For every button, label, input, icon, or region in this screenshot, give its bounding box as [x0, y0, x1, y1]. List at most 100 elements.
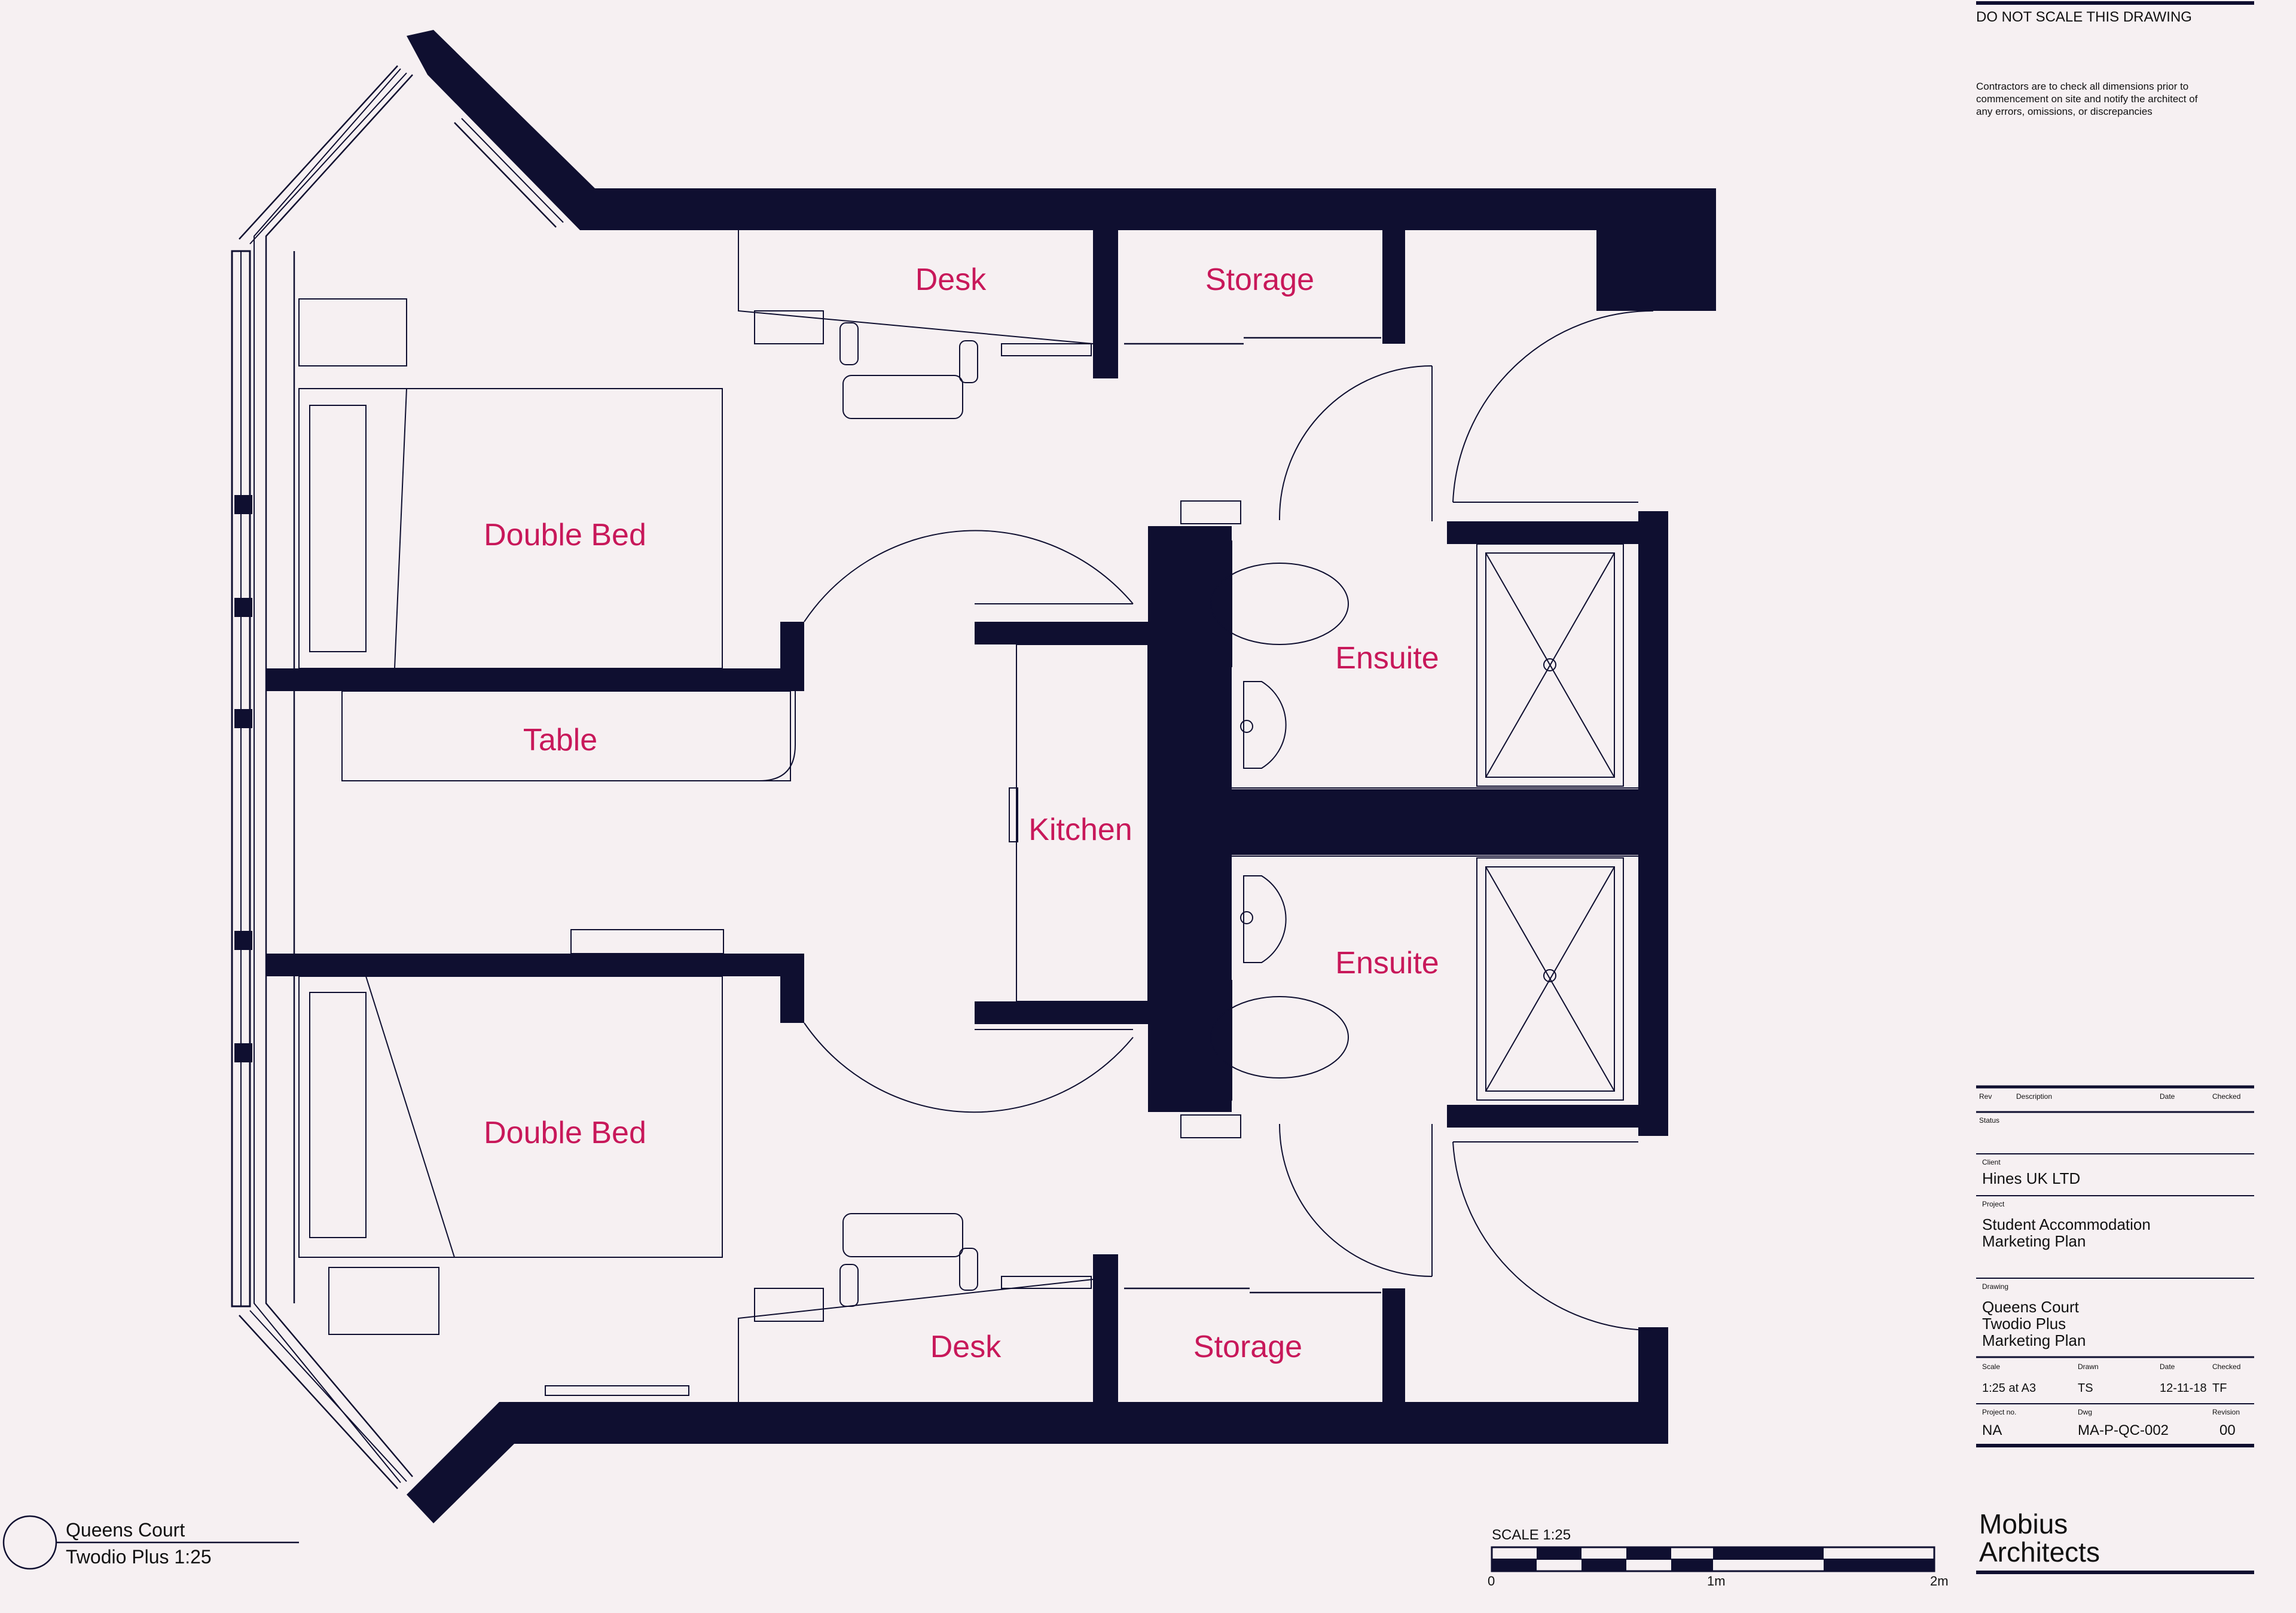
door-swing-entrance-bottom [1452, 1141, 1654, 1331]
project-no-label: Project no. [1982, 1408, 2016, 1416]
wall-table-bed-bottom [266, 954, 804, 976]
wall-partition-storage-top [1382, 230, 1405, 344]
project-line1: Student Accommodation [1982, 1215, 2151, 1233]
view-title-marker [2, 1515, 57, 1570]
kitchen-hob [1009, 787, 1018, 842]
side-table-bottom [328, 1267, 439, 1335]
wall-ensuite-divider [1232, 789, 1638, 855]
table-curve [342, 691, 796, 781]
status-label: Status [1979, 1116, 1999, 1125]
chair-bottom [842, 1213, 963, 1257]
rev-header-rev: Rev [1979, 1092, 1992, 1101]
scale-bar: SCALE 1:25 0 1m 2m [1488, 1527, 1949, 1588]
dwg-label: Dwg [2078, 1408, 2092, 1416]
double-bed-top [298, 388, 723, 669]
label-desk-top: Desk [915, 262, 987, 297]
wall-partition-storage-bottom [1382, 1288, 1405, 1402]
shower-bottom [1476, 857, 1624, 1101]
chair-arm-left-top [839, 322, 859, 365]
wall-bed-bottom-return [780, 954, 804, 1023]
drawing-line1: Queens Court [1982, 1298, 2080, 1316]
tap-top [1240, 720, 1253, 733]
pillow-top [309, 405, 367, 652]
room-labels: Desk Storage Double Bed Table Kitchen En… [484, 262, 1439, 1364]
bay-window [231, 65, 564, 1489]
wall-partition-desk-storage-top [1093, 230, 1118, 378]
wall-shower-top [1447, 521, 1638, 544]
drain-bottom [1543, 969, 1556, 982]
window-mullion [234, 709, 252, 728]
drawing-notes: DO NOT SCALE THIS DRAWING Contractors ar… [1976, 1, 2254, 117]
wall-bed-top-table [266, 668, 804, 691]
project-line2: Marketing Plan [1982, 1232, 2086, 1250]
scale-value: 1:25 at A3 [1982, 1382, 2036, 1395]
scale-bar-segment [1537, 1547, 1581, 1559]
radiator-bottom-bed [570, 929, 724, 954]
window-diagonal-top [239, 65, 398, 240]
wall-bed-top-return [780, 622, 804, 691]
rev-header-date: Date [2160, 1092, 2175, 1101]
scale-bar-segments [1492, 1547, 1934, 1571]
label-double-bed-top: Double Bed [484, 518, 646, 552]
chair-arm-right-bottom [959, 1248, 978, 1291]
window-inner-line [265, 74, 413, 1477]
notes-heading: DO NOT SCALE THIS DRAWING [1976, 9, 2192, 25]
view-title: Queens Court Twodio Plus 1:25 [2, 1515, 299, 1570]
furniture [298, 230, 1638, 1402]
checked-value: TF [2212, 1382, 2227, 1395]
walls [266, 30, 1716, 1523]
title-block: Rev Description Date Checked Status Clie… [1976, 1085, 2254, 1574]
dwg-value: MA-P-QC-002 [2078, 1422, 2169, 1438]
wall-top [407, 30, 1716, 230]
label-kitchen: Kitchen [1028, 812, 1132, 847]
shower-tray-bottom [1485, 866, 1615, 1092]
duvet-fold-top [394, 388, 407, 669]
basin-bottom [1243, 875, 1287, 963]
desk-shelf-bottom [1001, 1276, 1092, 1289]
drawing-label: Drawing [1982, 1282, 2008, 1291]
door-swing-ensuite-bottom [1279, 1123, 1433, 1277]
window-diagonal-bottom [239, 1315, 398, 1489]
revision-value: 00 [2219, 1422, 2236, 1438]
shower-tray-top [1485, 552, 1615, 778]
rev-header-description: Description [2016, 1092, 2052, 1101]
side-table-top [298, 298, 407, 366]
wall-core-top [1148, 526, 1232, 538]
wall-shower-bottom [1447, 1105, 1638, 1128]
date-label: Date [2160, 1363, 2175, 1371]
desk-top-outline [738, 230, 1094, 344]
basin-top [1243, 681, 1287, 769]
scale-bar-segment [1824, 1559, 1934, 1571]
shower-x2-bottom [1485, 866, 1615, 1092]
window-diagonal-top-inner [249, 72, 407, 245]
door-swing-entrance-top [1452, 310, 1654, 503]
label-desk-bottom: Desk [930, 1330, 1002, 1364]
label-storage-top: Storage [1205, 262, 1314, 297]
blind-top-2 [461, 118, 564, 223]
checked-label: Checked [2212, 1363, 2240, 1371]
project-label: Project [1982, 1200, 2005, 1208]
wall-bottom [407, 1402, 1668, 1523]
notes-line2: commencement on site and notify the arch… [1976, 93, 2198, 105]
vent-bottom [1180, 1114, 1241, 1138]
wall-bottom-right-block [1638, 1327, 1668, 1444]
door-swing-bed-top [804, 530, 1134, 622]
cistern-top [1182, 540, 1232, 667]
chair-arm-left-bottom [839, 1264, 859, 1307]
view-title-line2: Twodio Plus 1:25 [66, 1546, 212, 1568]
door-swing-ensuite-top [1278, 365, 1433, 521]
doors [804, 310, 1654, 1331]
wall-partition-desk-storage-bottom [1093, 1254, 1118, 1402]
toilet-bottom [1210, 996, 1349, 1079]
blind-top [454, 122, 557, 228]
notes-line3: any errors, omissions, or discrepancies [1976, 106, 2152, 117]
scale-bar-segment [1492, 1559, 1537, 1571]
window-mullion [234, 495, 252, 514]
duvet-fold-bottom [365, 976, 455, 1258]
window-mullion [234, 931, 252, 950]
chair-top [842, 375, 963, 419]
scale-bar-segment [1626, 1547, 1671, 1559]
drain-top [1543, 658, 1556, 671]
desk-shelf-top [1001, 343, 1092, 356]
